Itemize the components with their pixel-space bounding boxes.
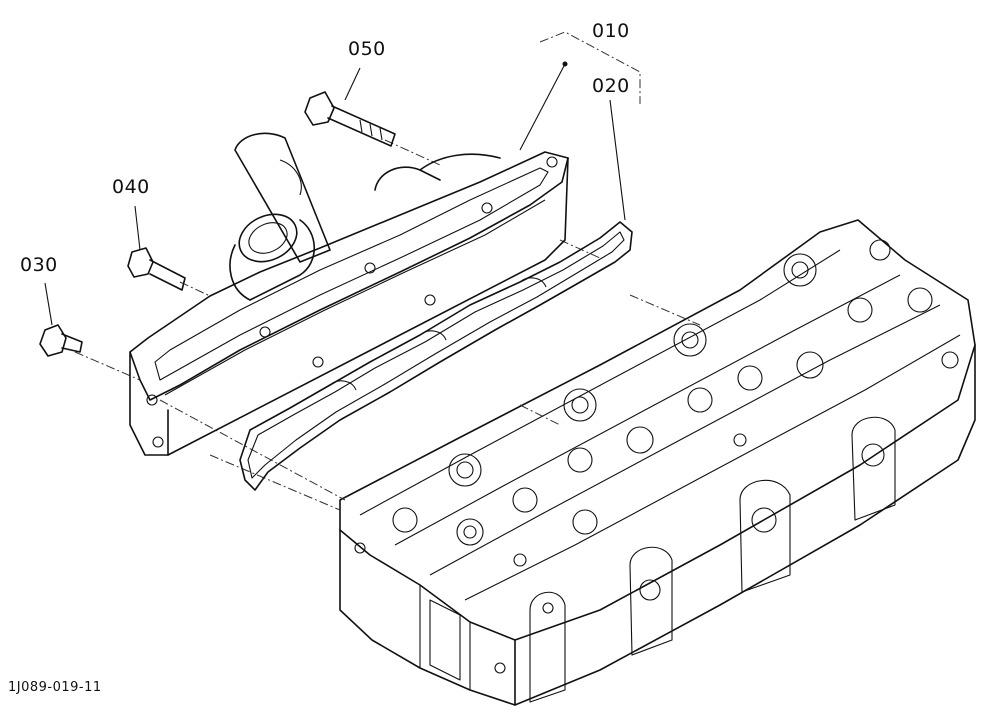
callout-050: 050 <box>348 38 386 60</box>
callout-020: 020 <box>592 75 630 97</box>
leader-lines <box>44 61 626 326</box>
thermostat-housing-drawing <box>129 132 569 456</box>
bolt-030-drawing <box>39 324 83 357</box>
cylinder-head-drawing <box>339 219 976 706</box>
bolt-040-drawing <box>127 247 186 291</box>
bolt-050-drawing <box>304 91 396 147</box>
gasket-drawing <box>239 221 633 491</box>
callout-030: 030 <box>20 254 58 276</box>
callout-040: 040 <box>112 176 150 198</box>
figure-code: 1J089-019-11 <box>8 680 102 695</box>
callout-010: 010 <box>592 20 630 42</box>
alignment-lines <box>74 31 701 511</box>
